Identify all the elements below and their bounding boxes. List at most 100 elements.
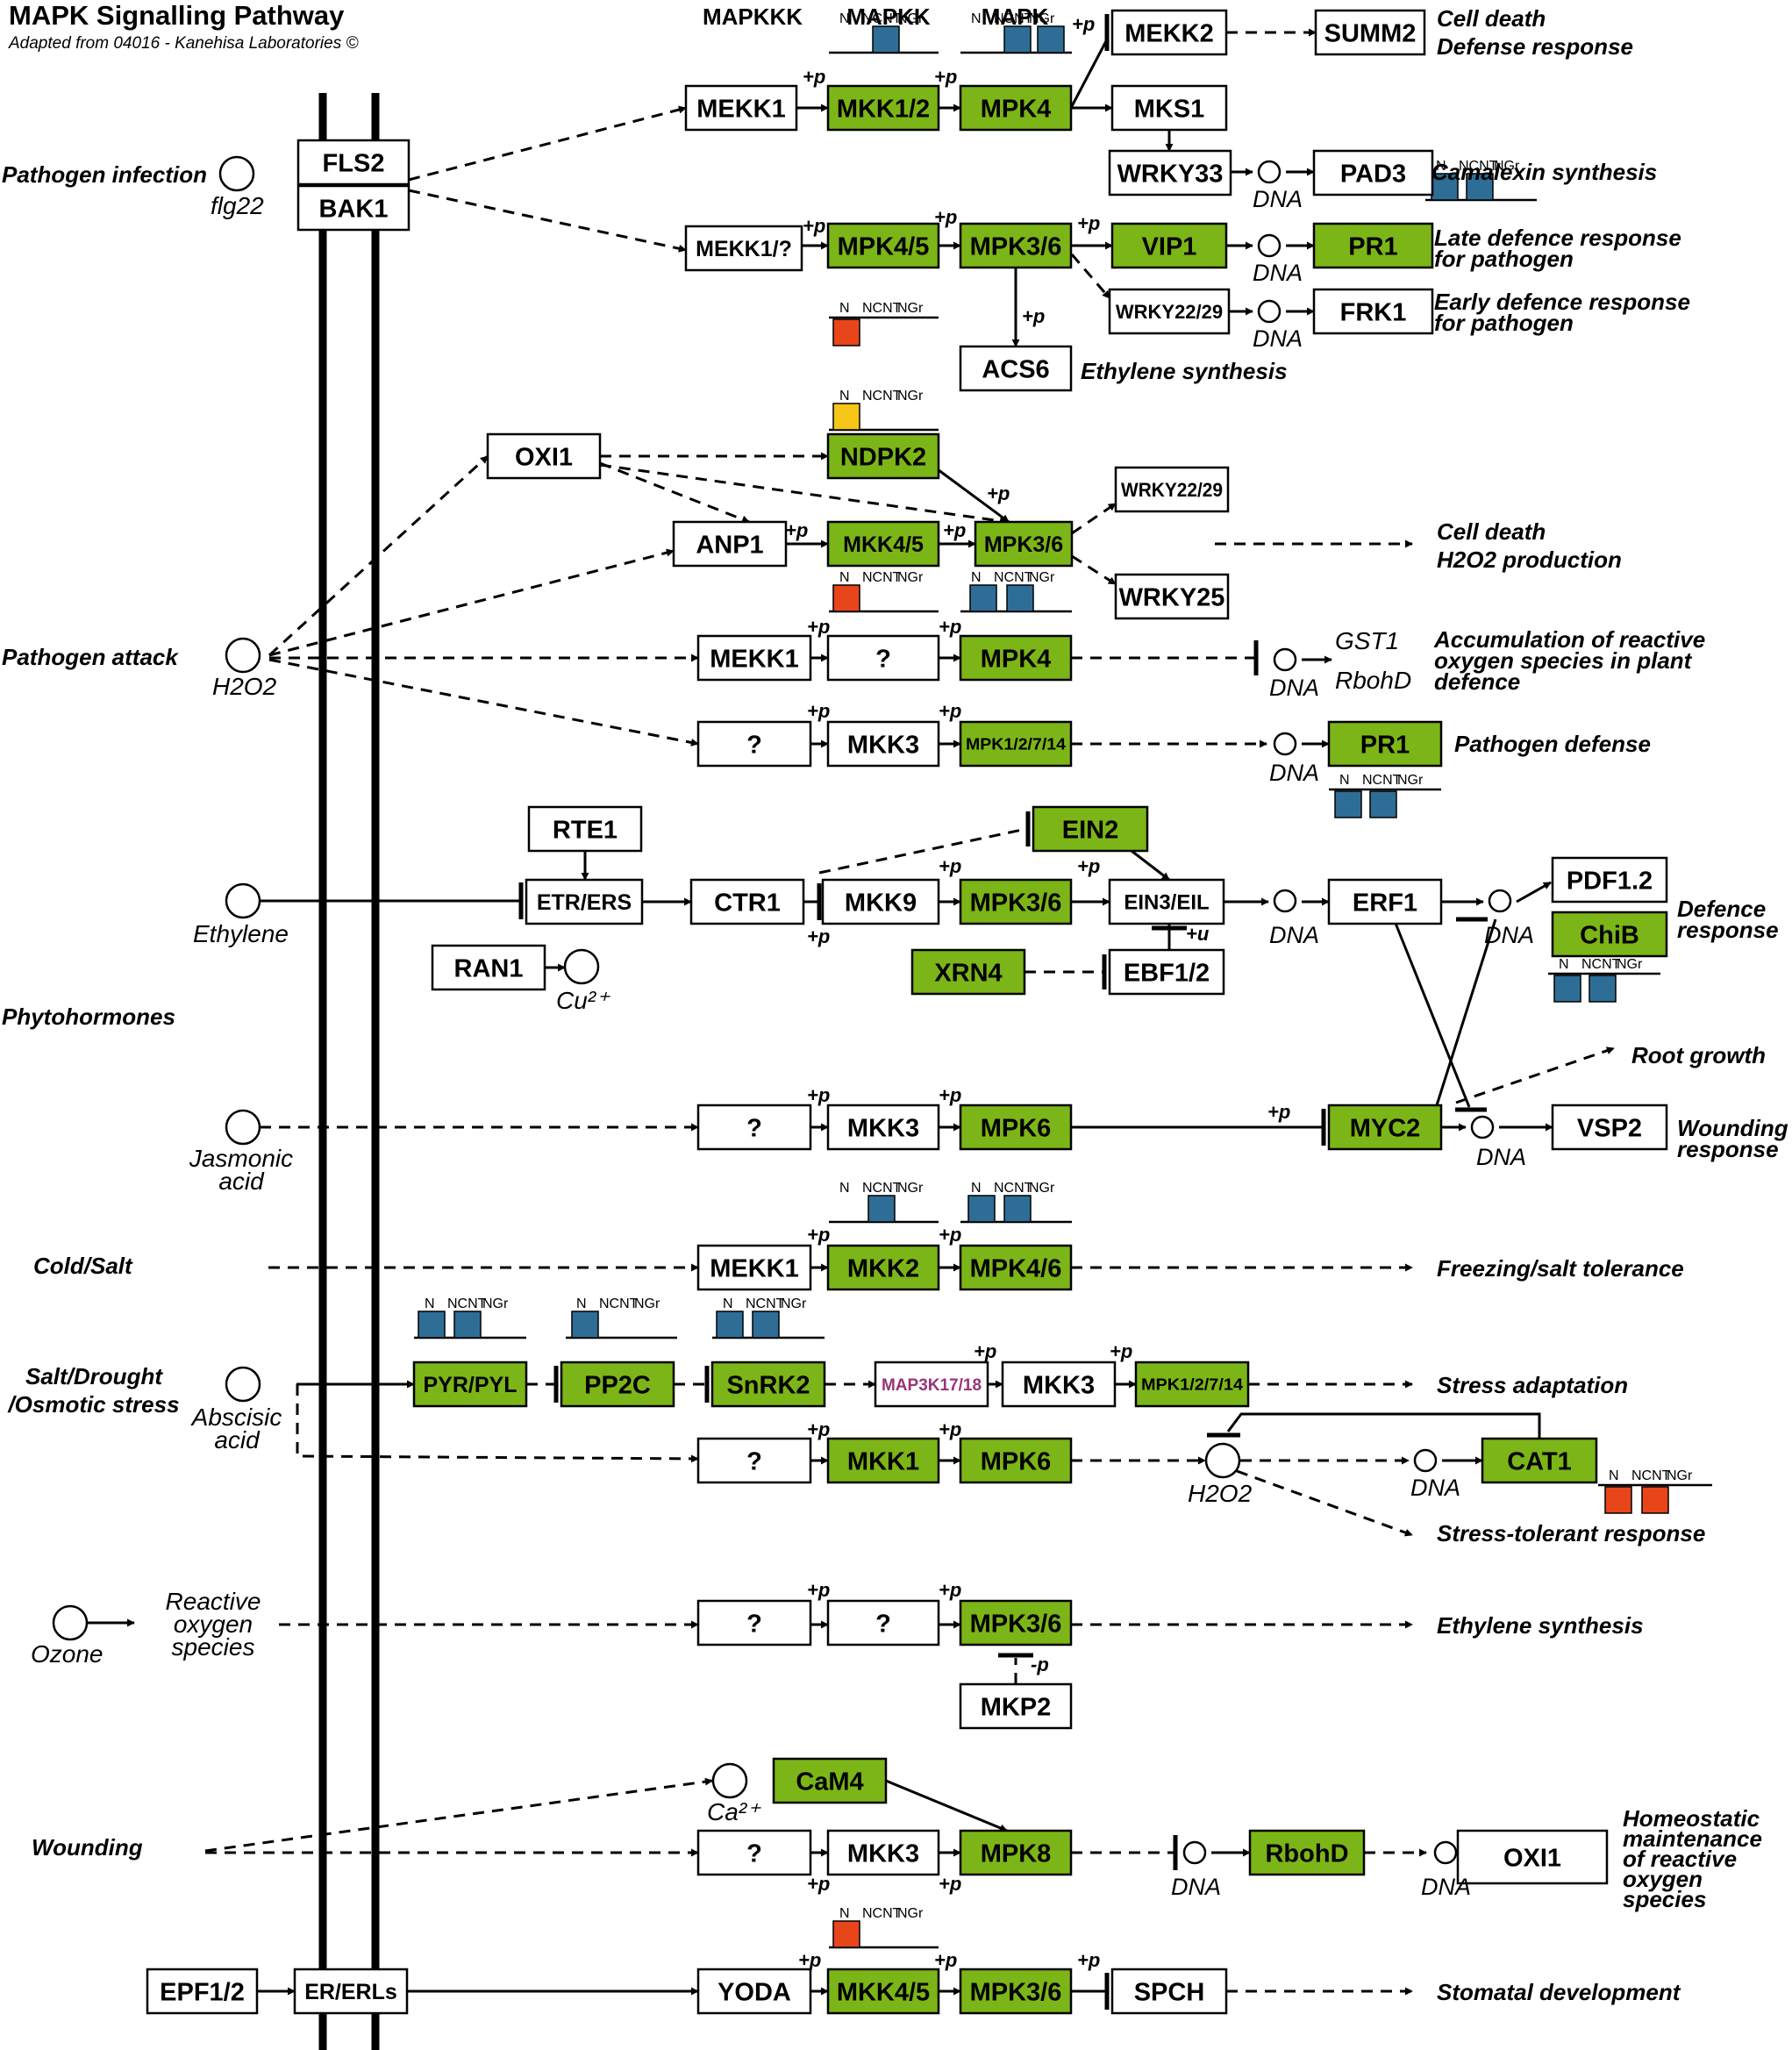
dna-node[interactable] — [1257, 233, 1282, 258]
node-ein3-eil-ein3[interactable]: EIN3/EIL — [1108, 878, 1225, 925]
node-erf1-erf1[interactable]: ERF1 — [1327, 878, 1443, 925]
node--q2[interactable]: ? — [696, 720, 812, 768]
node-ctr1-ctr1[interactable]: CTR1 — [689, 878, 805, 925]
node-ran1-ran1[interactable]: RAN1 — [431, 944, 546, 991]
node-ebf1-2-ebf12[interactable]: EBF1/2 — [1108, 948, 1225, 996]
node-vip1-vip1[interactable]: VIP1 — [1110, 222, 1228, 269]
node-map3k17-18-map3k[interactable]: MAP3K17/18 — [874, 1361, 989, 1408]
compound-cu[interactable] — [563, 948, 600, 985]
node-mpk4-6-mpk46[interactable]: MPK4/6 — [959, 1244, 1073, 1291]
node-er-erls-er-erls[interactable]: ER/ERLs — [293, 1968, 409, 2015]
node-pr1-pr1-a[interactable]: PR1 — [1312, 222, 1434, 269]
node-summ2-summ2[interactable]: SUMM2 — [1314, 9, 1426, 56]
node--q6[interactable]: ? — [826, 1599, 940, 1646]
node-mks1-mks1[interactable]: MKS1 — [1110, 84, 1228, 132]
node-frk1-frk1[interactable]: FRK1 — [1312, 288, 1434, 335]
node-chib-chib[interactable]: ChiB — [1551, 911, 1668, 958]
node-mkp2-mkp2[interactable]: MKP2 — [959, 1682, 1073, 1730]
node-mekk1-mekk1-c[interactable]: MEKK1 — [696, 1244, 812, 1291]
compound-h2o2-a[interactable] — [225, 637, 261, 674]
compound-flg22[interactable] — [218, 155, 255, 192]
node-ein2-ein2[interactable]: EIN2 — [1032, 805, 1149, 853]
node-pr1-pr1-b[interactable]: PR1 — [1327, 720, 1443, 768]
node-mpk6-mpk6-a[interactable]: MPK6 — [959, 1104, 1073, 1151]
node-mpk1-2-7-14-mpk-multi-a[interactable]: MPK1/2/7/14 — [959, 720, 1073, 768]
node--q3[interactable]: ? — [696, 1104, 812, 1151]
dna-node[interactable] — [1488, 889, 1512, 913]
node-cat1-cat1[interactable]: CAT1 — [1481, 1437, 1598, 1484]
compound-aba[interactable] — [225, 1366, 261, 1403]
node--q7[interactable]: ? — [696, 1829, 812, 1876]
dna-node[interactable] — [1273, 889, 1297, 913]
node-cam4-cam4[interactable]: CaM4 — [772, 1757, 888, 1804]
node-mpk3-6-mpk36-d[interactable]: MPK3/6 — [959, 1599, 1073, 1646]
dna-node[interactable] — [1273, 647, 1297, 672]
compound-ethylene[interactable] — [225, 882, 261, 919]
node-anp1-anp1[interactable]: ANP1 — [672, 520, 788, 568]
node-wrky33-wrky33[interactable]: WRKY33 — [1108, 149, 1232, 196]
node-mekk2-mekk2[interactable]: MEKK2 — [1110, 9, 1228, 56]
node-mpk4-mpk4-b[interactable]: MPK4 — [959, 634, 1073, 682]
node-xrn4-xrn4[interactable]: XRN4 — [910, 948, 1026, 996]
node-bak1-bak1[interactable]: BAK1 — [296, 184, 411, 232]
node-epf1-2-epf12[interactable]: EPF1/2 — [146, 1968, 259, 2015]
dna-node[interactable] — [1433, 1840, 1458, 1865]
node-pdf1-2-pdf12[interactable]: PDF1.2 — [1551, 856, 1668, 904]
node-vsp2-vsp2[interactable]: VSP2 — [1551, 1104, 1668, 1151]
dna-node[interactable] — [1257, 299, 1282, 324]
node-mkk3-mkk3-c[interactable]: MKK3 — [1001, 1361, 1117, 1408]
node--q4[interactable]: ? — [696, 1437, 812, 1484]
node-mpk3-6-mpk36-a[interactable]: MPK3/6 — [959, 222, 1073, 269]
node-box — [1032, 805, 1149, 853]
node-wrky22-29-wrky2229-a[interactable]: WRKY22/29 — [1108, 288, 1231, 335]
node-mkk3-mkk3-d[interactable]: MKK3 — [826, 1829, 940, 1876]
dna-node[interactable] — [1470, 1115, 1495, 1139]
dna-node[interactable] — [1182, 1840, 1207, 1865]
node-rte1-rte1[interactable]: RTE1 — [527, 805, 643, 853]
compound-ca[interactable] — [711, 1762, 748, 1799]
node-ndpk2-ndpk2[interactable]: NDPK2 — [826, 432, 940, 480]
node-mekk1-mekk1q[interactable]: MEKK1/? — [684, 225, 803, 272]
node-mpk3-6-mpk36-c[interactable]: MPK3/6 — [959, 878, 1073, 925]
node-mkk1-2-mkk12[interactable]: MKK1/2 — [826, 84, 940, 132]
node-wrky25-wrky25[interactable]: WRKY25 — [1114, 573, 1230, 620]
node-mkk9-mkk9[interactable]: MKK9 — [821, 878, 940, 925]
node-mpk8-mpk8[interactable]: MPK8 — [959, 1829, 1073, 1876]
node-mpk4-mpk4-a[interactable]: MPK4 — [959, 84, 1073, 132]
node-mkk3-mkk3-a[interactable]: MKK3 — [826, 720, 940, 768]
node-etr-ers-etr-ers[interactable]: ETR/ERS — [525, 878, 644, 925]
node-pyr-pyl-pyr[interactable]: PYR/PYL — [412, 1361, 528, 1408]
node-yoda-yoda[interactable]: YODA — [696, 1968, 812, 2015]
node-mpk3-6-mpk36-e[interactable]: MPK3/6 — [959, 1968, 1073, 2015]
dna-node[interactable] — [1257, 160, 1282, 184]
node-mekk1-mekk1-b[interactable]: MEKK1 — [696, 634, 812, 682]
node--q5[interactable]: ? — [696, 1599, 812, 1646]
node-mkk3-mkk3-b[interactable]: MKK3 — [826, 1104, 940, 1151]
node-mekk1-mekk1-a[interactable]: MEKK1 — [684, 84, 798, 132]
node-fls2-fls2[interactable]: FLS2 — [296, 139, 411, 186]
node-mpk6-mpk6-b[interactable]: MPK6 — [959, 1437, 1073, 1484]
compound-jasmonic[interactable] — [225, 1109, 261, 1146]
node-pad3-pad3[interactable]: PAD3 — [1312, 149, 1434, 196]
node-myc2-myc2[interactable]: MYC2 — [1327, 1104, 1443, 1151]
node-mpk4-5-mpk45-a[interactable]: MPK4/5 — [826, 222, 940, 269]
node-mpk3-6-mpk36-b[interactable]: MPK3/6 — [974, 520, 1074, 568]
node-mkk4-5-mkk45-a[interactable]: MKK4/5 — [826, 520, 940, 568]
node-pp2c-pp2c[interactable]: PP2C — [560, 1361, 675, 1408]
node-rbohd-rbohd[interactable]: RbohD — [1248, 1829, 1366, 1876]
node-oxi1-oxi1-a[interactable]: OXI1 — [486, 432, 602, 480]
node-mkk4-5-mkk45-b[interactable]: MKK4/5 — [826, 1968, 940, 2015]
compound-h2o2-b[interactable] — [1204, 1442, 1241, 1479]
node-acs6-acs6[interactable]: ACS6 — [959, 345, 1073, 392]
node-snrk2-snrk2[interactable]: SnRK2 — [710, 1361, 826, 1408]
node-oxi1-oxi1-b[interactable]: OXI1 — [1456, 1829, 1609, 1885]
node-wrky22-29-wrky2229-b[interactable]: WRKY22/29 — [1114, 466, 1230, 513]
dna-node[interactable] — [1413, 1448, 1438, 1473]
node-spch-spch[interactable]: SPCH — [1110, 1968, 1228, 2015]
dna-node[interactable] — [1273, 732, 1297, 756]
node-mkk2-mkk2[interactable]: MKK2 — [826, 1244, 940, 1291]
node--q1[interactable]: ? — [826, 634, 940, 682]
node-mkk1-mkk1[interactable]: MKK1 — [826, 1437, 940, 1484]
compound-ozone[interactable] — [52, 1604, 89, 1641]
node-mpk1-2-7-14-mpk-multi-b[interactable]: MPK1/2/7/14 — [1134, 1361, 1250, 1408]
